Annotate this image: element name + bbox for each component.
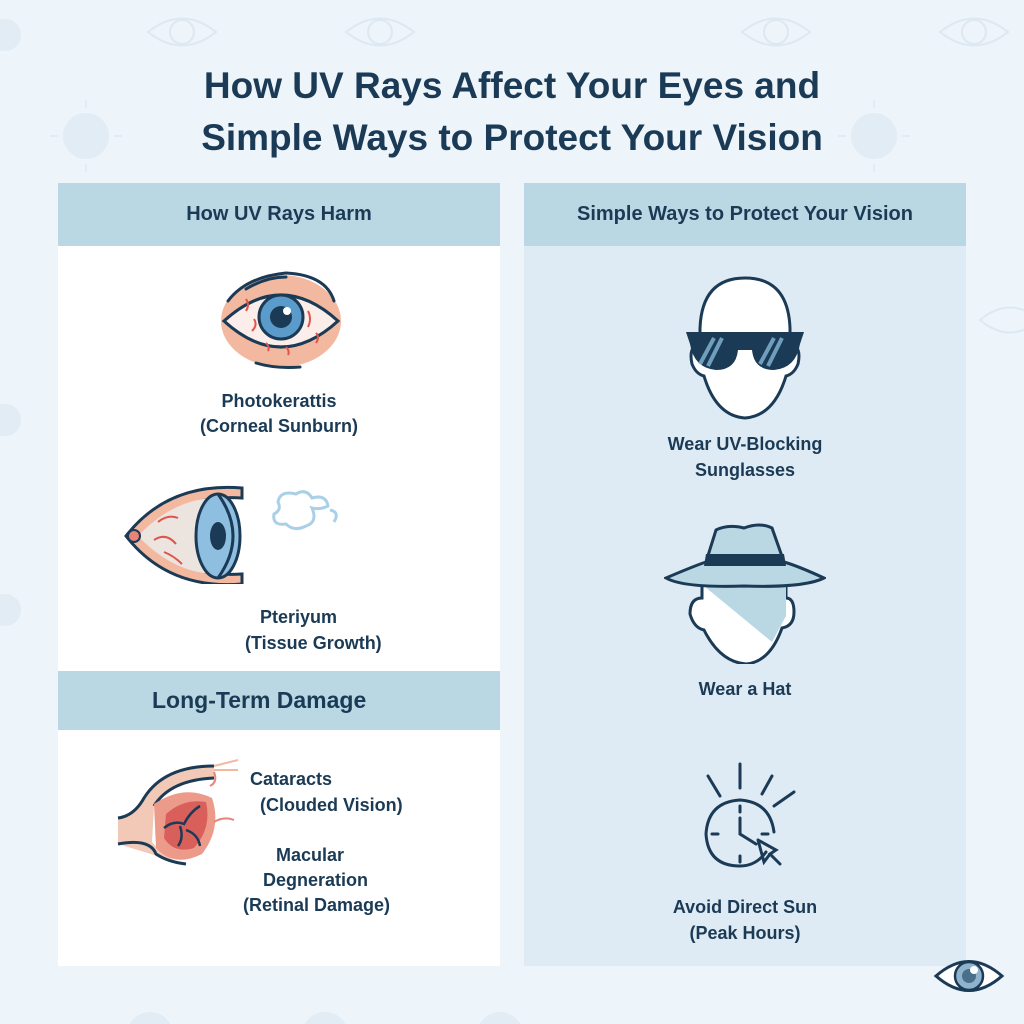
bg-sun-icon: [129, 1012, 171, 1024]
uv-harm-panel: How UV Rays Harm Photokerattis (Corneal …: [58, 183, 500, 966]
avoid-sun-item: Avoid Direct Sun (Peak Hours): [524, 736, 966, 966]
avoid-sun-line-1: Avoid Direct Sun: [672, 897, 818, 917]
photokeratitis-name: Photokerattis: [221, 391, 337, 411]
protection-panel: Simple Ways to Protect Your Vision Wear …: [524, 183, 966, 966]
bg-eye-icon: [938, 17, 1010, 47]
macular-name-1: Macular: [276, 845, 345, 865]
sunglasses-line-1: Wear UV-Blocking: [667, 434, 823, 454]
bg-eye-icon: [344, 17, 416, 47]
eye-logo-icon: [933, 960, 1005, 992]
growth-cloud-icon: [272, 490, 338, 531]
bg-eye-icon: [146, 17, 218, 47]
cataracts-detail: (Clouded Vision): [260, 795, 403, 815]
hat-item: Wear a Hat: [524, 496, 966, 736]
face-with-hat-icon: [664, 523, 826, 664]
uv-harm-header: How UV Rays Harm: [58, 183, 500, 246]
eye-side-profile-with-growth-icon: [124, 485, 244, 584]
red-irritated-eye-icon: [221, 271, 341, 369]
pterygium-name: Pteriyum: [260, 607, 338, 627]
pterygium-item: Pteriyum (Tissue Growth): [58, 456, 500, 671]
photokeratitis-item: Photokerattis (Corneal Sunburn): [58, 246, 500, 456]
macular-detail: (Retinal Damage): [243, 895, 391, 915]
pterygium-detail: (Tissue Growth): [245, 633, 382, 653]
hat-label: Wear a Hat: [698, 679, 792, 699]
bg-sun-icon: [0, 19, 21, 51]
macular-name-2: Degneration: [263, 870, 369, 890]
bg-sun-icon: [63, 113, 109, 159]
bg-sun-icon: [0, 594, 21, 626]
bg-eye-icon: [740, 17, 812, 47]
long-term-damage-header: Long-Term Damage: [58, 671, 500, 730]
bg-sun-icon: [304, 1012, 346, 1024]
avoid-sun-line-2: (Peak Hours): [689, 923, 801, 943]
long-term-item: Cataracts (Clouded Vision) Macular Degne…: [58, 730, 500, 966]
bg-sun-icon: [0, 404, 21, 436]
photokeratitis-detail: (Corneal Sunburn): [200, 416, 358, 436]
cataracts-name: Cataracts: [250, 769, 333, 789]
protection-header: Simple Ways to Protect Your Vision: [524, 183, 966, 246]
page-title: How UV Rays Affect Your Eyes and Simple …: [0, 60, 1024, 164]
bg-eye-icon: [978, 306, 1024, 334]
sunglasses-item: Wear UV-Blocking Sunglasses: [524, 246, 966, 496]
clock-with-sun-rays-icon: [704, 762, 796, 868]
face-with-sunglasses-icon: [686, 276, 804, 420]
title-line-1: How UV Rays Affect Your Eyes and: [203, 65, 821, 106]
bg-sun-icon: [479, 1012, 521, 1024]
damaged-retina-tissue-icon: [117, 759, 239, 866]
sunglasses-line-2: Sunglasses: [694, 460, 796, 480]
bg-sun-icon: [851, 113, 897, 159]
title-line-2: Simple Ways to Protect Your Vision: [201, 117, 823, 158]
